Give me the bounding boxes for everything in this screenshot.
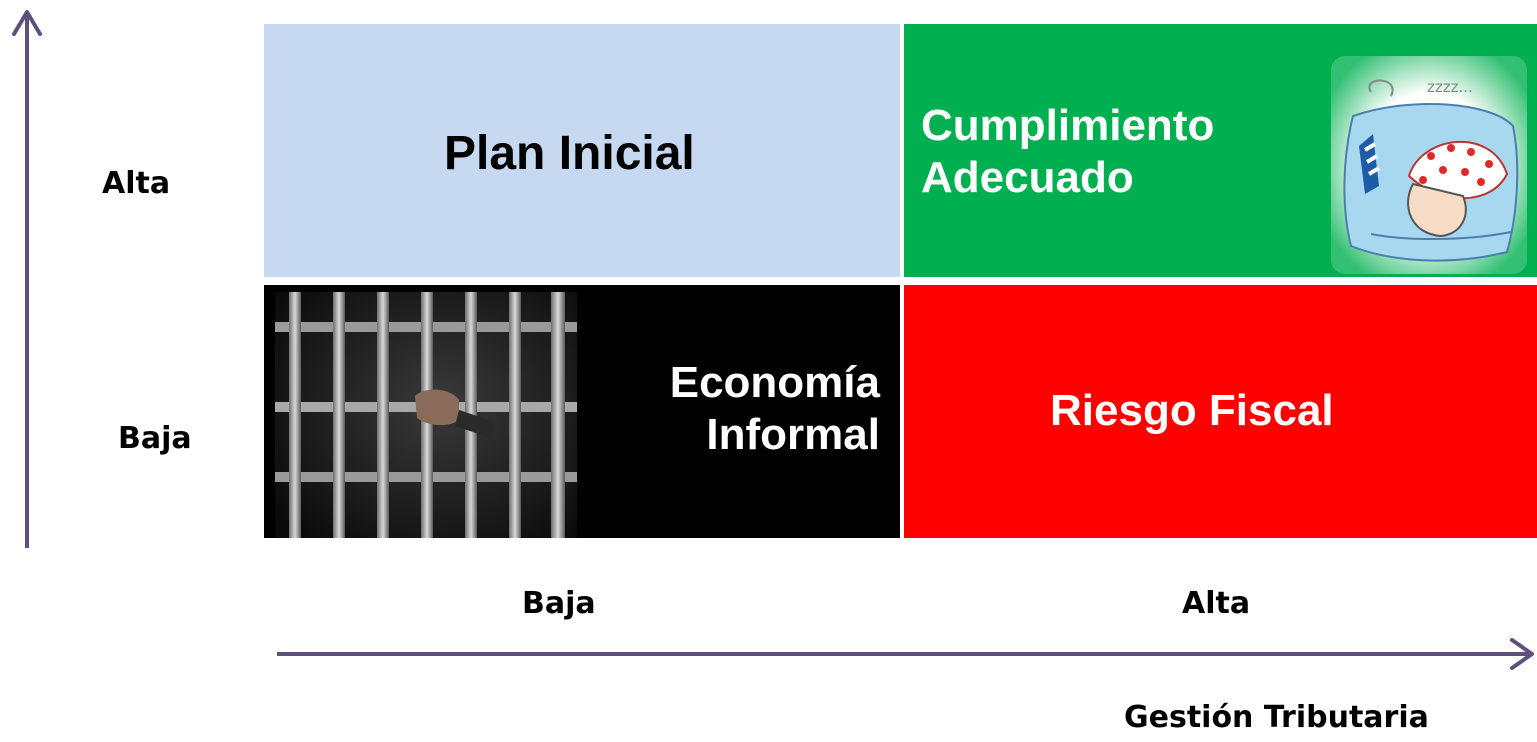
quadrant-title-riesgo-fiscal: Riesgo Fiscal — [1050, 386, 1334, 435]
x-axis-arrow — [277, 638, 1534, 670]
svg-text:zzzz...: zzzz... — [1427, 78, 1473, 96]
x-label-low: Baja — [522, 586, 596, 621]
quadrant-title-economia: Economía Informal — [670, 357, 880, 461]
sleeping-person-illustration: zzzz... — [1331, 56, 1527, 274]
quadrant-riesgo-fiscal: Riesgo Fiscal — [904, 285, 1537, 538]
title-line-2: Informal — [706, 409, 880, 459]
quadrant-plan-inicial: Plan Inicial — [264, 24, 900, 277]
x-label-high: Alta — [1182, 586, 1251, 621]
title-line-1: Cumplimiento — [921, 101, 1215, 150]
title-line-2: Adecuado — [921, 152, 1134, 202]
x-axis-title: Gestión Tributaria — [1124, 700, 1429, 735]
prison-bars-photo — [275, 292, 577, 538]
quadrant-cumplimiento-adecuado: Cumplimiento Adecuado zzzz... — [904, 24, 1537, 277]
quadrant-economia-informal: Economía Informal — [264, 285, 900, 538]
y-label-low: Baja — [118, 421, 192, 456]
y-axis-arrow — [12, 10, 42, 548]
quadrant-title-plan-inicial: Plan Inicial — [444, 127, 695, 180]
y-label-high: Alta — [102, 166, 171, 201]
title-line-1: Economía — [669, 358, 880, 407]
quadrant-title-cumplimiento: Cumplimiento Adecuado — [921, 100, 1214, 204]
